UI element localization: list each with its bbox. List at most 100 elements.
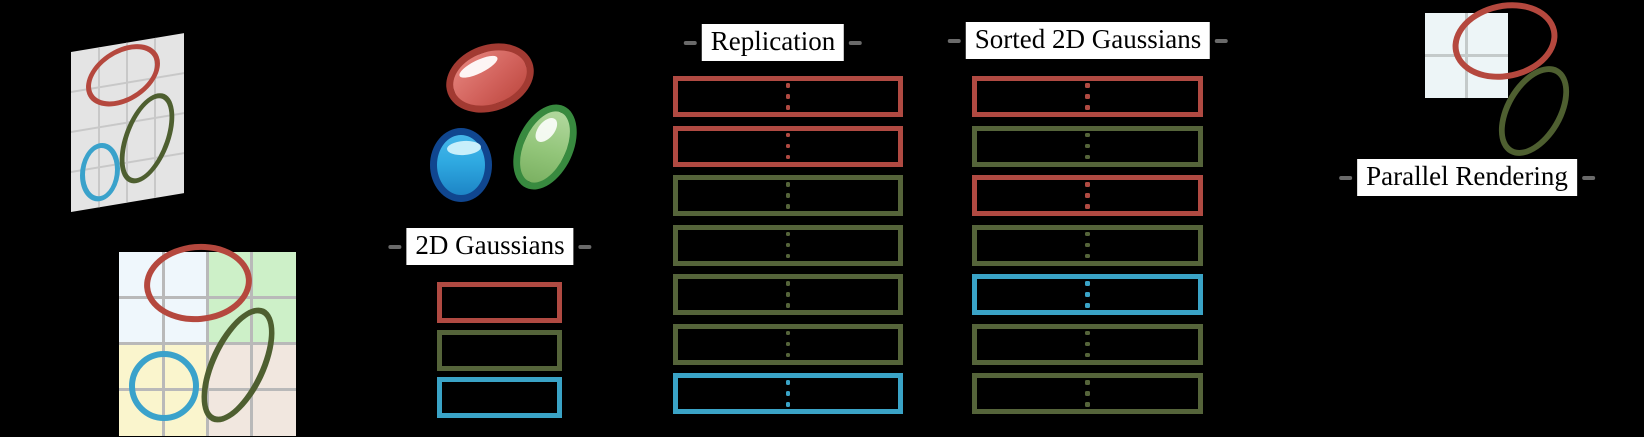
- dot: [785, 352, 791, 358]
- dot: [785, 83, 791, 88]
- label-2d-gaussians: 2D Gaussians: [388, 228, 592, 266]
- label-text: 2D Gaussians: [406, 228, 574, 266]
- dot: [1085, 94, 1090, 99]
- dot: [1085, 105, 1090, 110]
- dot: [1085, 402, 1090, 407]
- olive-gaussian-row: [673, 175, 903, 216]
- red-gaussian-row: [972, 76, 1203, 117]
- connector-dash: [1581, 175, 1595, 180]
- olive-gaussian-row: [972, 125, 1203, 167]
- dot: [1085, 242, 1090, 248]
- dot: [1085, 352, 1090, 358]
- connector-dash: [388, 244, 402, 249]
- olive-gaussian-row: [972, 224, 1203, 266]
- dot: [785, 281, 791, 286]
- gloss-highlight: [456, 51, 501, 82]
- dot: [1085, 154, 1090, 160]
- dot: [785, 143, 791, 149]
- red-gaussian-blob: [436, 31, 544, 125]
- dot: [1085, 83, 1090, 88]
- dot: [785, 292, 791, 297]
- connector-dash: [849, 40, 863, 45]
- blue-gaussian-row: [437, 377, 562, 418]
- connector-dash: [947, 38, 961, 43]
- dot: [1085, 231, 1090, 237]
- connector-dash: [1339, 175, 1353, 180]
- label-text: Replication: [701, 24, 845, 62]
- blue-gaussian-ellipse: [80, 139, 120, 205]
- gaussian-list-column: [437, 282, 562, 418]
- red-gaussian-row: [437, 282, 562, 323]
- ellipsis-dots: [977, 230, 1198, 261]
- blue-gaussian-row: [673, 373, 903, 414]
- grid-line: [119, 296, 296, 299]
- red-gaussian-row: [673, 125, 903, 167]
- ellipsis-dots: [977, 378, 1198, 409]
- dot: [1085, 204, 1090, 209]
- ellipsis-dots: [977, 81, 1198, 112]
- dot: [785, 182, 791, 187]
- ellipsis-dots: [678, 81, 898, 112]
- dot: [1085, 182, 1090, 187]
- dot: [1085, 380, 1090, 385]
- tilted-projection-plane: [71, 31, 185, 212]
- olive-gaussian-row: [673, 323, 903, 365]
- green-gaussian-blob: [500, 94, 590, 200]
- dot: [1085, 330, 1090, 336]
- dot: [1085, 281, 1090, 286]
- ellipsis-dots: [977, 180, 1198, 211]
- dot: [785, 231, 791, 237]
- dot: [1085, 193, 1090, 198]
- dot: [785, 253, 791, 259]
- dot: [785, 105, 791, 110]
- replication-column: [673, 76, 903, 414]
- dot: [785, 303, 791, 308]
- dot: [785, 242, 791, 248]
- dot: [1085, 143, 1090, 149]
- dot: [785, 193, 791, 198]
- dot: [1085, 292, 1090, 297]
- sorted-gaussians-column: [972, 76, 1203, 414]
- red-gaussian-row: [673, 76, 903, 117]
- dot: [785, 341, 791, 347]
- label-replication: Replication: [683, 24, 863, 62]
- dot: [785, 380, 791, 385]
- red-gaussian-row: [972, 175, 1203, 216]
- ellipsis-dots: [678, 279, 898, 310]
- dot: [1085, 253, 1090, 259]
- connector-dash: [1215, 38, 1229, 43]
- label-text: Parallel Rendering: [1357, 159, 1577, 197]
- blue-gaussian-row: [972, 274, 1203, 315]
- ellipsis-dots: [678, 180, 898, 211]
- ellipsis-dots: [678, 131, 898, 162]
- blue-gaussian-ellipse: [129, 351, 199, 421]
- olive-gaussian-row: [972, 323, 1203, 365]
- ellipsis-dots: [977, 131, 1198, 162]
- label-sorted-2d-gaussians: Sorted 2D Gaussians: [947, 22, 1229, 60]
- dot: [1085, 303, 1090, 308]
- dot: [1085, 341, 1090, 347]
- label-parallel-rendering: Parallel Rendering: [1339, 159, 1595, 197]
- olive-gaussian-row: [673, 274, 903, 315]
- ellipsis-dots: [977, 279, 1198, 310]
- olive-gaussian-row: [437, 329, 562, 371]
- blue-gaussian-blob: [430, 128, 492, 202]
- connector-dash: [683, 40, 697, 45]
- olive-gaussian-row: [673, 224, 903, 266]
- dot: [785, 402, 791, 407]
- dot: [785, 132, 791, 138]
- dot: [785, 94, 791, 99]
- ellipsis-dots: [678, 329, 898, 360]
- screen-tile-grid: [119, 239, 296, 436]
- dot: [1085, 391, 1090, 396]
- grid-line: [119, 342, 296, 345]
- dot: [785, 330, 791, 336]
- dot: [785, 204, 791, 209]
- grid-line: [119, 388, 296, 391]
- gloss-highlight: [446, 139, 482, 157]
- gloss-highlight: [531, 114, 562, 146]
- olive-gaussian-row: [972, 373, 1203, 414]
- ellipsis-dots: [678, 230, 898, 261]
- dot: [785, 154, 791, 160]
